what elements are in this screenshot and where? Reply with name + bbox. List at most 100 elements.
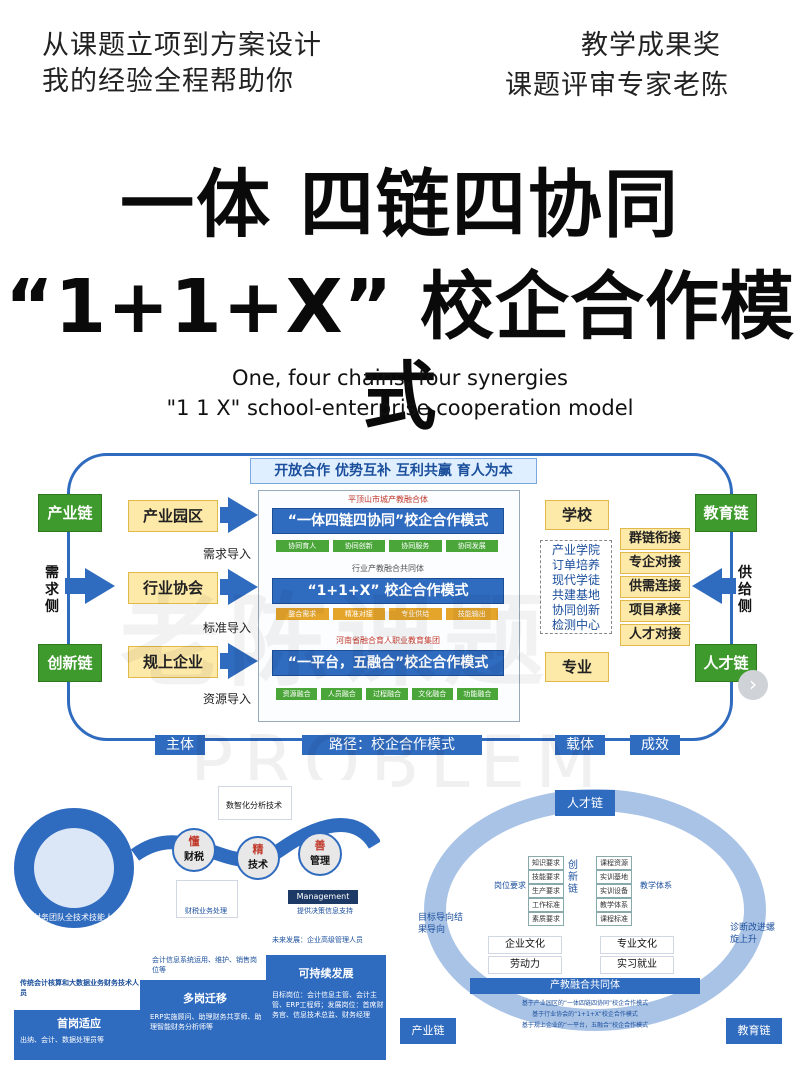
bottom-label-path: 路径：校企合作模式 [302, 735, 482, 755]
subtitle-en-line1: One, four chains, four synergies [232, 366, 568, 390]
grid-cell: 教学体系 [596, 898, 632, 912]
lr-teach: 教学体系 [640, 881, 672, 890]
lr-center: 创新链 [568, 860, 578, 895]
lr-notes: 基于产业园区的“一体四链四协同”校企合作模式 基于行业协会的“1+1+X”校企合… [470, 998, 700, 1031]
center-tags-1: 协同育人 协同创新 协同服务 协同发展 [276, 540, 498, 552]
center-tags-3: 资源融合 人员融合 过程融合 文化融合 功能融合 [276, 688, 499, 700]
lr-left-side: 目标导向结果导向 [418, 913, 464, 935]
bottom-note-1: 出纳、会计、数据处理员等 [20, 1036, 104, 1044]
lr-post-req: 岗位要求 [494, 881, 526, 890]
right-side-arrow-shaft [720, 578, 736, 594]
input-standard: 标准导入 [203, 621, 252, 635]
tag: 人员融合 [321, 688, 363, 700]
left-side-arrow-shaft [65, 578, 89, 594]
lr-box-culture: 企业文化 [488, 936, 562, 954]
lr-note: 基于规上企业的“一平台，五融合”校企合作模式 [521, 1022, 649, 1029]
carousel-next-button[interactable]: › [738, 670, 768, 700]
tag: 技能输出 [445, 608, 498, 620]
top-label-card [218, 786, 292, 820]
tag: 整合需求 [276, 608, 329, 620]
stair-1 [14, 1010, 144, 1060]
header-right-line2: 课题评审专家老陈 [505, 70, 729, 101]
top-label: 数智化分析技术 [226, 801, 282, 810]
lr-mid-col: 课程资源 实训基地 实训设备 教学体系 课程标准 [596, 856, 632, 926]
watermark-cn: 老陈课题 [120, 583, 552, 700]
school-item: 检测中心 [551, 618, 600, 632]
mid-label-card [176, 880, 238, 918]
grid-cell: 实训设备 [596, 884, 632, 898]
diagram-banner: 开放合作 优势互补 互利共赢 育人为本 [250, 458, 537, 484]
badge-understand [172, 828, 216, 872]
right-side-arrow-icon [692, 568, 722, 604]
lr-note: 基于行业协会的“1+1+X”校企合作模式 [532, 1011, 638, 1018]
major-title: 专业 [545, 652, 609, 682]
tag: 功能融合 [456, 688, 499, 700]
badge-good-text: 善 [314, 839, 326, 852]
mgmt-label: 提供决策信息支持 [297, 907, 353, 915]
lr-bottom-left: 产业链 [400, 1018, 456, 1044]
grid-cell: 工作标准 [528, 898, 564, 912]
grid-cell: 技能要求 [528, 870, 564, 884]
input-demand: 需求导入 [203, 547, 252, 561]
badge-master-sub: 技术 [248, 860, 268, 871]
title-line1: 一体 四链四协同 [120, 162, 680, 248]
badge-understand-text: 懂 [188, 835, 200, 848]
source-industrial-park: 产业园区 [128, 500, 218, 532]
grid-cell: 知识要求 [528, 856, 564, 870]
school-item: 订单培养 [551, 558, 600, 572]
left-chain-innovation: 创新链 [38, 644, 102, 682]
source-large-enterprise: 规上企业 [128, 646, 218, 678]
school-title: 学校 [545, 500, 609, 530]
badge-understand-sub: 财税 [184, 852, 204, 863]
tag: 协同创新 [332, 540, 385, 552]
talent-circle-text: 财务团队全技术技能人才 [33, 913, 121, 922]
tag: 资源融合 [276, 688, 318, 700]
arrow-right-icon [228, 569, 258, 605]
school-items-box: 产业学院 订单培养 现代学徒 共建基地 协同创新 检测中心 [540, 540, 612, 634]
left-side-arrow-icon [85, 568, 115, 604]
title-line2: “1+1+X” 校企合作模式 [4, 264, 796, 440]
lr-right-side: 诊断改进螺旋上升 [730, 923, 776, 945]
grid-cell: 课程资源 [596, 856, 632, 870]
bottom-label-outcome: 成效 [630, 735, 680, 755]
grid-cell: 实训基地 [596, 870, 632, 884]
arrow-right-icon [228, 643, 258, 679]
lr-community: 产教融合共同体 [470, 978, 700, 994]
right-side-label: 供给侧 [738, 565, 752, 615]
lr-bottom-right: 教育链 [726, 1018, 782, 1044]
step-1: 首岗适应 [57, 1017, 101, 1030]
school-item-more: …… [552, 622, 570, 632]
header-left-line1: 从课题立项到方案设计 [42, 30, 322, 61]
tag: 过程融合 [366, 688, 408, 700]
right-link-2: 专企对接 [620, 552, 690, 574]
input-resource: 资源导入 [203, 692, 252, 706]
bottom-label-subject: 主体 [155, 735, 205, 755]
lr-note: 基于产业园区的“一体四链四协同”校企合作模式 [521, 1000, 649, 1007]
talent-circle-inner [34, 828, 114, 908]
tag: 协同发展 [445, 540, 498, 552]
lr-left-col: 知识要求 技能要求 生产要求 工作标准 素质要求 [528, 856, 564, 926]
center-red-label-2: 行业产教融合共同体 [352, 564, 424, 573]
badge-master [236, 836, 280, 880]
bottom-label-carrier: 载体 [555, 735, 605, 755]
badge-good [298, 832, 342, 876]
school-item: 共建基地 [551, 588, 600, 602]
right-chain-education: 教育链 [695, 494, 757, 532]
subtitle-en-line2: "1 1 X" school-enterprise cooperation mo… [166, 396, 634, 420]
badge-master-text: 精 [252, 843, 264, 856]
center-model-1: “一体四链四协同”校企合作模式 [272, 508, 504, 534]
grid-cell: 课程标准 [596, 912, 632, 926]
right-link-3: 供需连接 [620, 576, 690, 598]
bottom-note-2: ERP实施顾问、助理财务共享师、助理智能财务分析师等 [150, 1013, 262, 1031]
right-link-5: 人才对接 [620, 624, 690, 646]
lr-box-internship: 实习就业 [600, 956, 674, 974]
tag: 精准对接 [332, 608, 385, 620]
stair-3 [266, 955, 386, 1060]
center-model-2: “1+1+X” 校企合作模式 [272, 578, 504, 604]
left-side-label: 需求侧 [45, 565, 59, 615]
mgmt-title: Management [288, 890, 358, 904]
school-item: 产业学院 [551, 543, 600, 557]
bottom-note-3: 目标岗位：会计信息主管、会计主管、ERP工程师；发展岗位：首席财务官、信息技术总… [272, 991, 384, 1019]
header-right-line1: 教学成果奖 [581, 30, 721, 61]
mid-label: 财税业务处理 [185, 907, 227, 915]
